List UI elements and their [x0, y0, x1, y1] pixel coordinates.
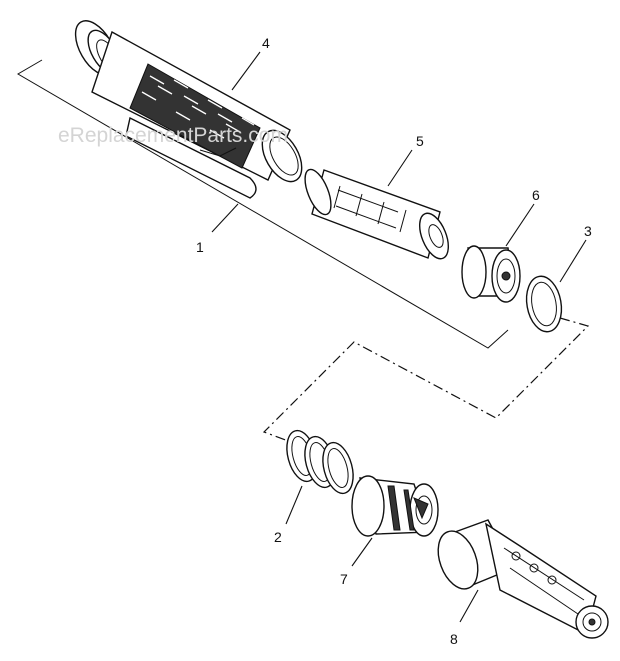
leader-line-7 [351, 537, 373, 567]
callout-6: 6 [532, 187, 540, 203]
leader-line-6 [505, 203, 535, 247]
callout-7: 7 [340, 571, 348, 587]
leader-line-3 [559, 239, 587, 283]
callout-1: 1 [196, 239, 204, 255]
part-2-o-rings [286, 429, 354, 495]
part-6-bearing [461, 245, 521, 303]
part-5-rotor-cylinder [304, 168, 450, 260]
leader-line-4 [231, 51, 261, 91]
leader-line-5 [387, 149, 413, 187]
assembly-bracket-1 [17, 59, 509, 349]
part-3-o-ring [525, 275, 563, 333]
callout-5: 5 [416, 133, 424, 149]
callout-8: 8 [450, 631, 458, 647]
leader-lines [211, 51, 587, 623]
callout-4: 4 [262, 35, 270, 51]
leader-line-2 [285, 485, 303, 525]
leader-line-1 [211, 203, 239, 233]
callout-2: 2 [274, 529, 282, 545]
callout-3: 3 [584, 223, 592, 239]
part-7-gear-head [351, 475, 439, 537]
part-4-grip-housing [74, 20, 303, 199]
leader-line-8 [459, 589, 479, 623]
part-8-contact-arm [437, 519, 609, 639]
assembly-connection-line [262, 317, 590, 447]
watermark-text: eReplacementParts.com [58, 124, 288, 147]
